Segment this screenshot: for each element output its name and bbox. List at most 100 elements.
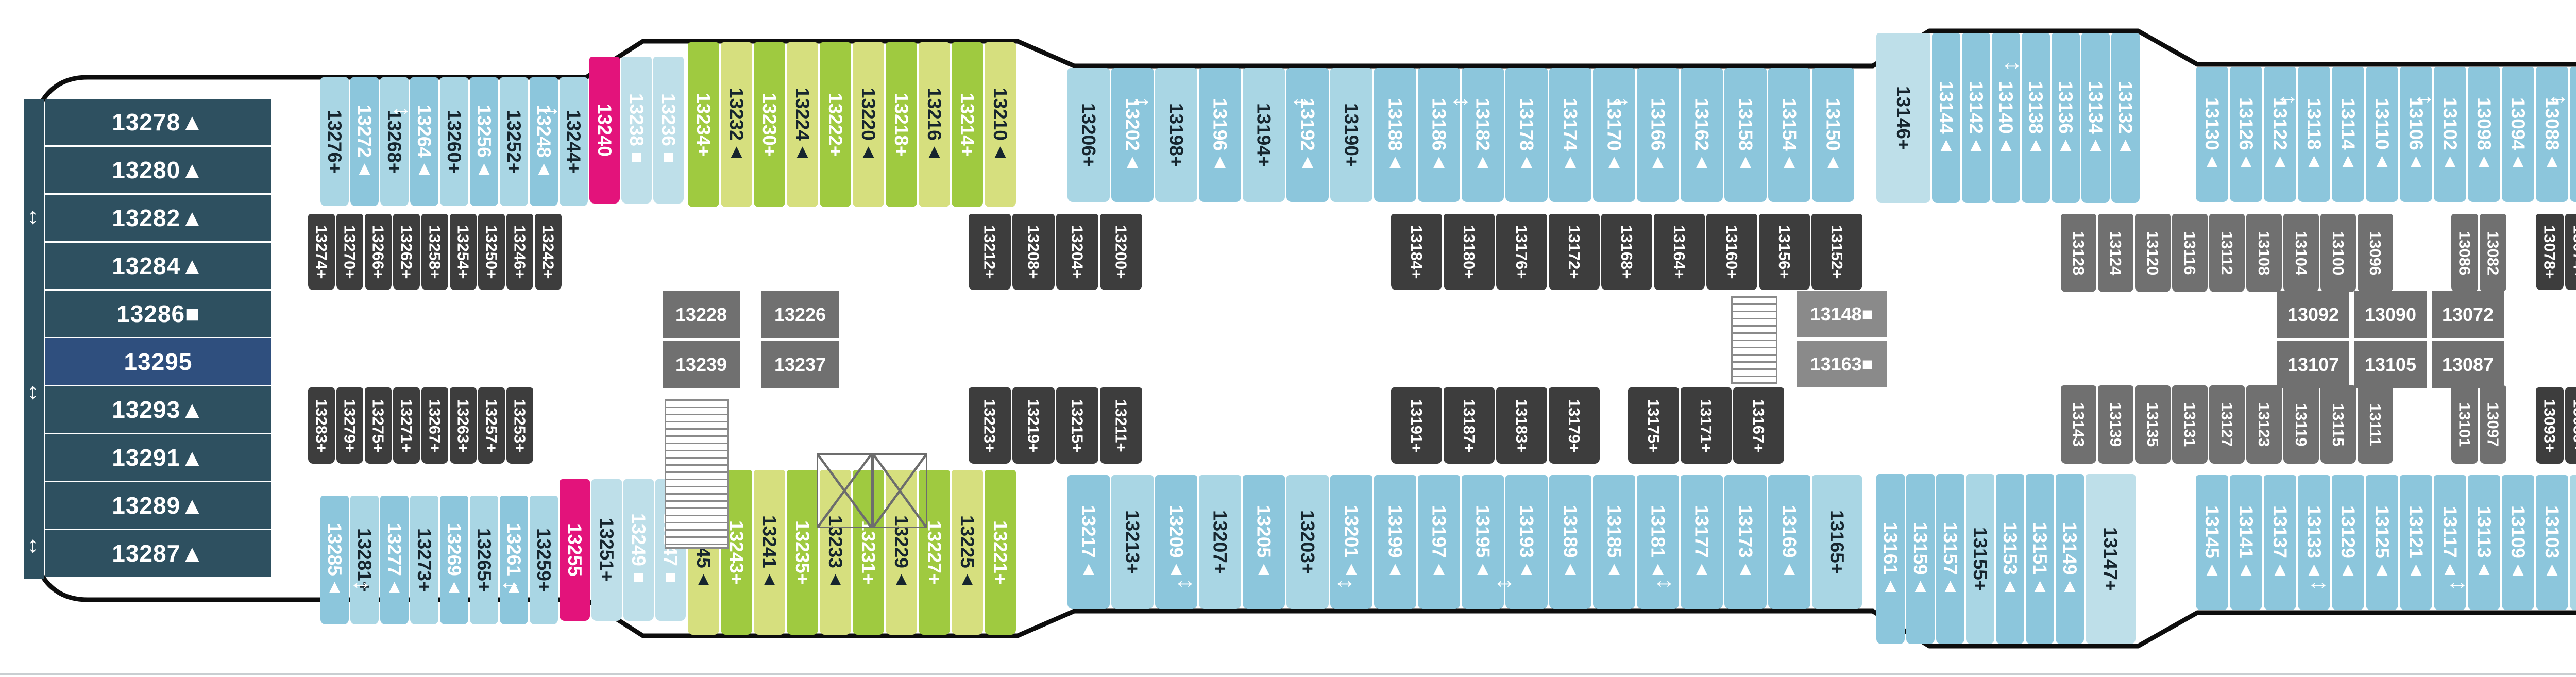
cabin-13136[interactable]: 13136▲ (2052, 33, 2080, 203)
cabin-13150[interactable]: 13150▲ (1812, 68, 1854, 202)
cabin-13224[interactable]: 13224▲ (787, 42, 818, 207)
cabin-13232[interactable]: 13232▲ (721, 42, 752, 207)
cabin-13140[interactable]: 13140▲ (1992, 33, 2020, 203)
cabin-13242[interactable]: 13242+ (535, 214, 562, 290)
cabin-13270[interactable]: 13270+ (336, 214, 363, 290)
cabin-13165[interactable]: 13165+ (1812, 475, 1862, 609)
cabin-13194[interactable]: 13194+ (1243, 68, 1285, 202)
cabin-13132[interactable]: 13132▲ (2111, 33, 2140, 203)
cabin-13209[interactable]: 13209▲ (1155, 475, 1197, 609)
cabin-13259[interactable]: 13259+ (530, 496, 558, 624)
cabin-13129[interactable]: 13129▲ (2332, 475, 2364, 610)
cabin-13116[interactable]: 13116 (2172, 214, 2208, 292)
cabin-13252[interactable]: 13252+ (500, 77, 528, 206)
cabin-13226[interactable]: 13226 (761, 291, 839, 338)
cabin-13241[interactable]: 13241▲ (754, 470, 785, 635)
cabin-13072[interactable]: 13072 (2432, 291, 2504, 338)
cabin-13159[interactable]: 13159▲ (1906, 474, 1935, 644)
cabin-13244[interactable]: 13244+ (560, 77, 588, 206)
cabin-13287[interactable]: 13287▲ (45, 530, 271, 577)
cabin-13143[interactable]: 13143 (2061, 385, 2096, 464)
cabin-13087[interactable]: 13087 (2432, 341, 2504, 388)
cabin-13137[interactable]: 13137▲ (2264, 475, 2296, 610)
cabin-13213[interactable]: 13213+ (1111, 475, 1154, 609)
cabin-13175[interactable]: 13175+ (1628, 387, 1679, 464)
cabin-13253[interactable]: 13253+ (506, 387, 533, 464)
cabin-13171[interactable]: 13171+ (1681, 387, 1732, 464)
cabin-13219[interactable]: 13219+ (1012, 387, 1055, 464)
cabin-13141[interactable]: 13141▲ (2230, 475, 2262, 610)
cabin-13082[interactable]: 13082 (2480, 214, 2506, 292)
cabin-13202[interactable]: 13202▲ (1111, 68, 1154, 202)
cabin-13285[interactable]: 13285▲ (320, 496, 349, 624)
cabin-13172[interactable]: 13172+ (1549, 214, 1600, 290)
cabin-13284[interactable]: 13284▲ (45, 243, 271, 289)
cabin-13125[interactable]: 13125▲ (2366, 475, 2398, 610)
cabin-13146[interactable]: 13146+ (1876, 33, 1930, 203)
cabin-13078[interactable]: 13078+ (2536, 214, 2564, 290)
cabin-13237[interactable]: 13237 (761, 341, 839, 388)
cabin-13266[interactable]: 13266+ (365, 214, 392, 290)
cabin-13185[interactable]: 13185▲ (1593, 475, 1635, 609)
cabin-13258[interactable]: 13258+ (421, 214, 448, 290)
cabin-13198[interactable]: 13198+ (1155, 68, 1197, 202)
cabin-13295[interactable]: 13295 (45, 338, 271, 385)
cabin-13142[interactable]: 13142▲ (1962, 33, 1990, 203)
cabin-13183[interactable]: 13183+ (1496, 387, 1547, 464)
cabin-13105[interactable]: 13105 (2354, 341, 2427, 388)
cabin-13192[interactable]: 13192▲ (1286, 68, 1329, 202)
cabin-13148[interactable]: 13148■ (1797, 291, 1887, 337)
cabin-13217[interactable]: 13217▲ (1067, 475, 1110, 609)
cabin-13262[interactable]: 13262+ (393, 214, 420, 290)
cabin-13215[interactable]: 13215+ (1056, 387, 1098, 464)
cabin-13166[interactable]: 13166▲ (1637, 68, 1679, 202)
cabin-13098[interactable]: 13098▲ (2468, 67, 2500, 202)
cabin-13240[interactable]: 13240 (589, 57, 620, 204)
cabin-13187[interactable]: 13187+ (1444, 387, 1495, 464)
cabin-13101[interactable]: 13101 (2451, 385, 2478, 464)
cabin-13184[interactable]: 13184+ (1391, 214, 1442, 290)
cabin-13124[interactable]: 13124 (2098, 214, 2133, 292)
cabin-13225[interactable]: 13225▲ (952, 470, 983, 635)
cabin-13199[interactable]: 13199▲ (1374, 475, 1416, 609)
cabin-13261[interactable]: 13261▲ (500, 496, 528, 624)
cabin-13145[interactable]: 13145▲ (2196, 475, 2228, 610)
cabin-13089[interactable]: 13089+ (2565, 387, 2576, 464)
cabin-13094[interactable]: 13094▲ (2502, 67, 2534, 202)
cabin-13228[interactable]: 13228 (663, 291, 740, 338)
cabin-13120[interactable]: 13120 (2135, 214, 2171, 292)
cabin-13249[interactable]: 13249■ (623, 479, 654, 621)
cabin-13090[interactable]: 13090 (2354, 291, 2427, 338)
cabin-13168[interactable]: 13168+ (1601, 214, 1652, 290)
cabin-13178[interactable]: 13178▲ (1505, 68, 1548, 202)
cabin-13092[interactable]: 13092 (2277, 291, 2349, 338)
cabin-13222[interactable]: 13222+ (820, 42, 851, 207)
cabin-13212[interactable]: 13212+ (969, 214, 1011, 290)
cabin-13251[interactable]: 13251+ (591, 479, 622, 621)
cabin-13269[interactable]: 13269▲ (440, 496, 468, 624)
cabin-13154[interactable]: 13154▲ (1768, 68, 1810, 202)
cabin-13179[interactable]: 13179+ (1549, 387, 1600, 464)
cabin-13196[interactable]: 13196▲ (1199, 68, 1241, 202)
cabin-13186[interactable]: 13186▲ (1418, 68, 1460, 202)
cabin-13118[interactable]: 13118▲ (2298, 67, 2330, 202)
cabin-13239[interactable]: 13239 (663, 341, 740, 388)
cabin-13138[interactable]: 13138▲ (2022, 33, 2050, 203)
cabin-13157[interactable]: 13157▲ (1936, 474, 1964, 644)
cabin-13164[interactable]: 13164+ (1654, 214, 1705, 290)
cabin-13113[interactable]: 13113▲ (2468, 475, 2500, 610)
cabin-13088[interactable]: 13088▲ (2536, 67, 2568, 202)
cabin-13104[interactable]: 13104 (2283, 214, 2319, 292)
cabin-13279[interactable]: 13279+ (336, 387, 363, 464)
cabin-13106[interactable]: 13106▲ (2400, 67, 2432, 202)
cabin-13265[interactable]: 13265+ (470, 496, 498, 624)
cabin-13278[interactable]: 13278▲ (45, 99, 271, 145)
cabin-13103[interactable]: 13103▲ (2536, 475, 2568, 610)
cabin-13182[interactable]: 13182▲ (1462, 68, 1504, 202)
cabin-13161[interactable]: 13161▲ (1876, 474, 1905, 644)
cabin-13283[interactable]: 13283+ (308, 387, 335, 464)
cabin-13096[interactable]: 13096 (2358, 214, 2393, 292)
cabin-13151[interactable]: 13151▲ (2026, 474, 2054, 644)
cabin-13115[interactable]: 13115 (2320, 385, 2356, 464)
cabin-13100[interactable]: 13100 (2320, 214, 2356, 292)
